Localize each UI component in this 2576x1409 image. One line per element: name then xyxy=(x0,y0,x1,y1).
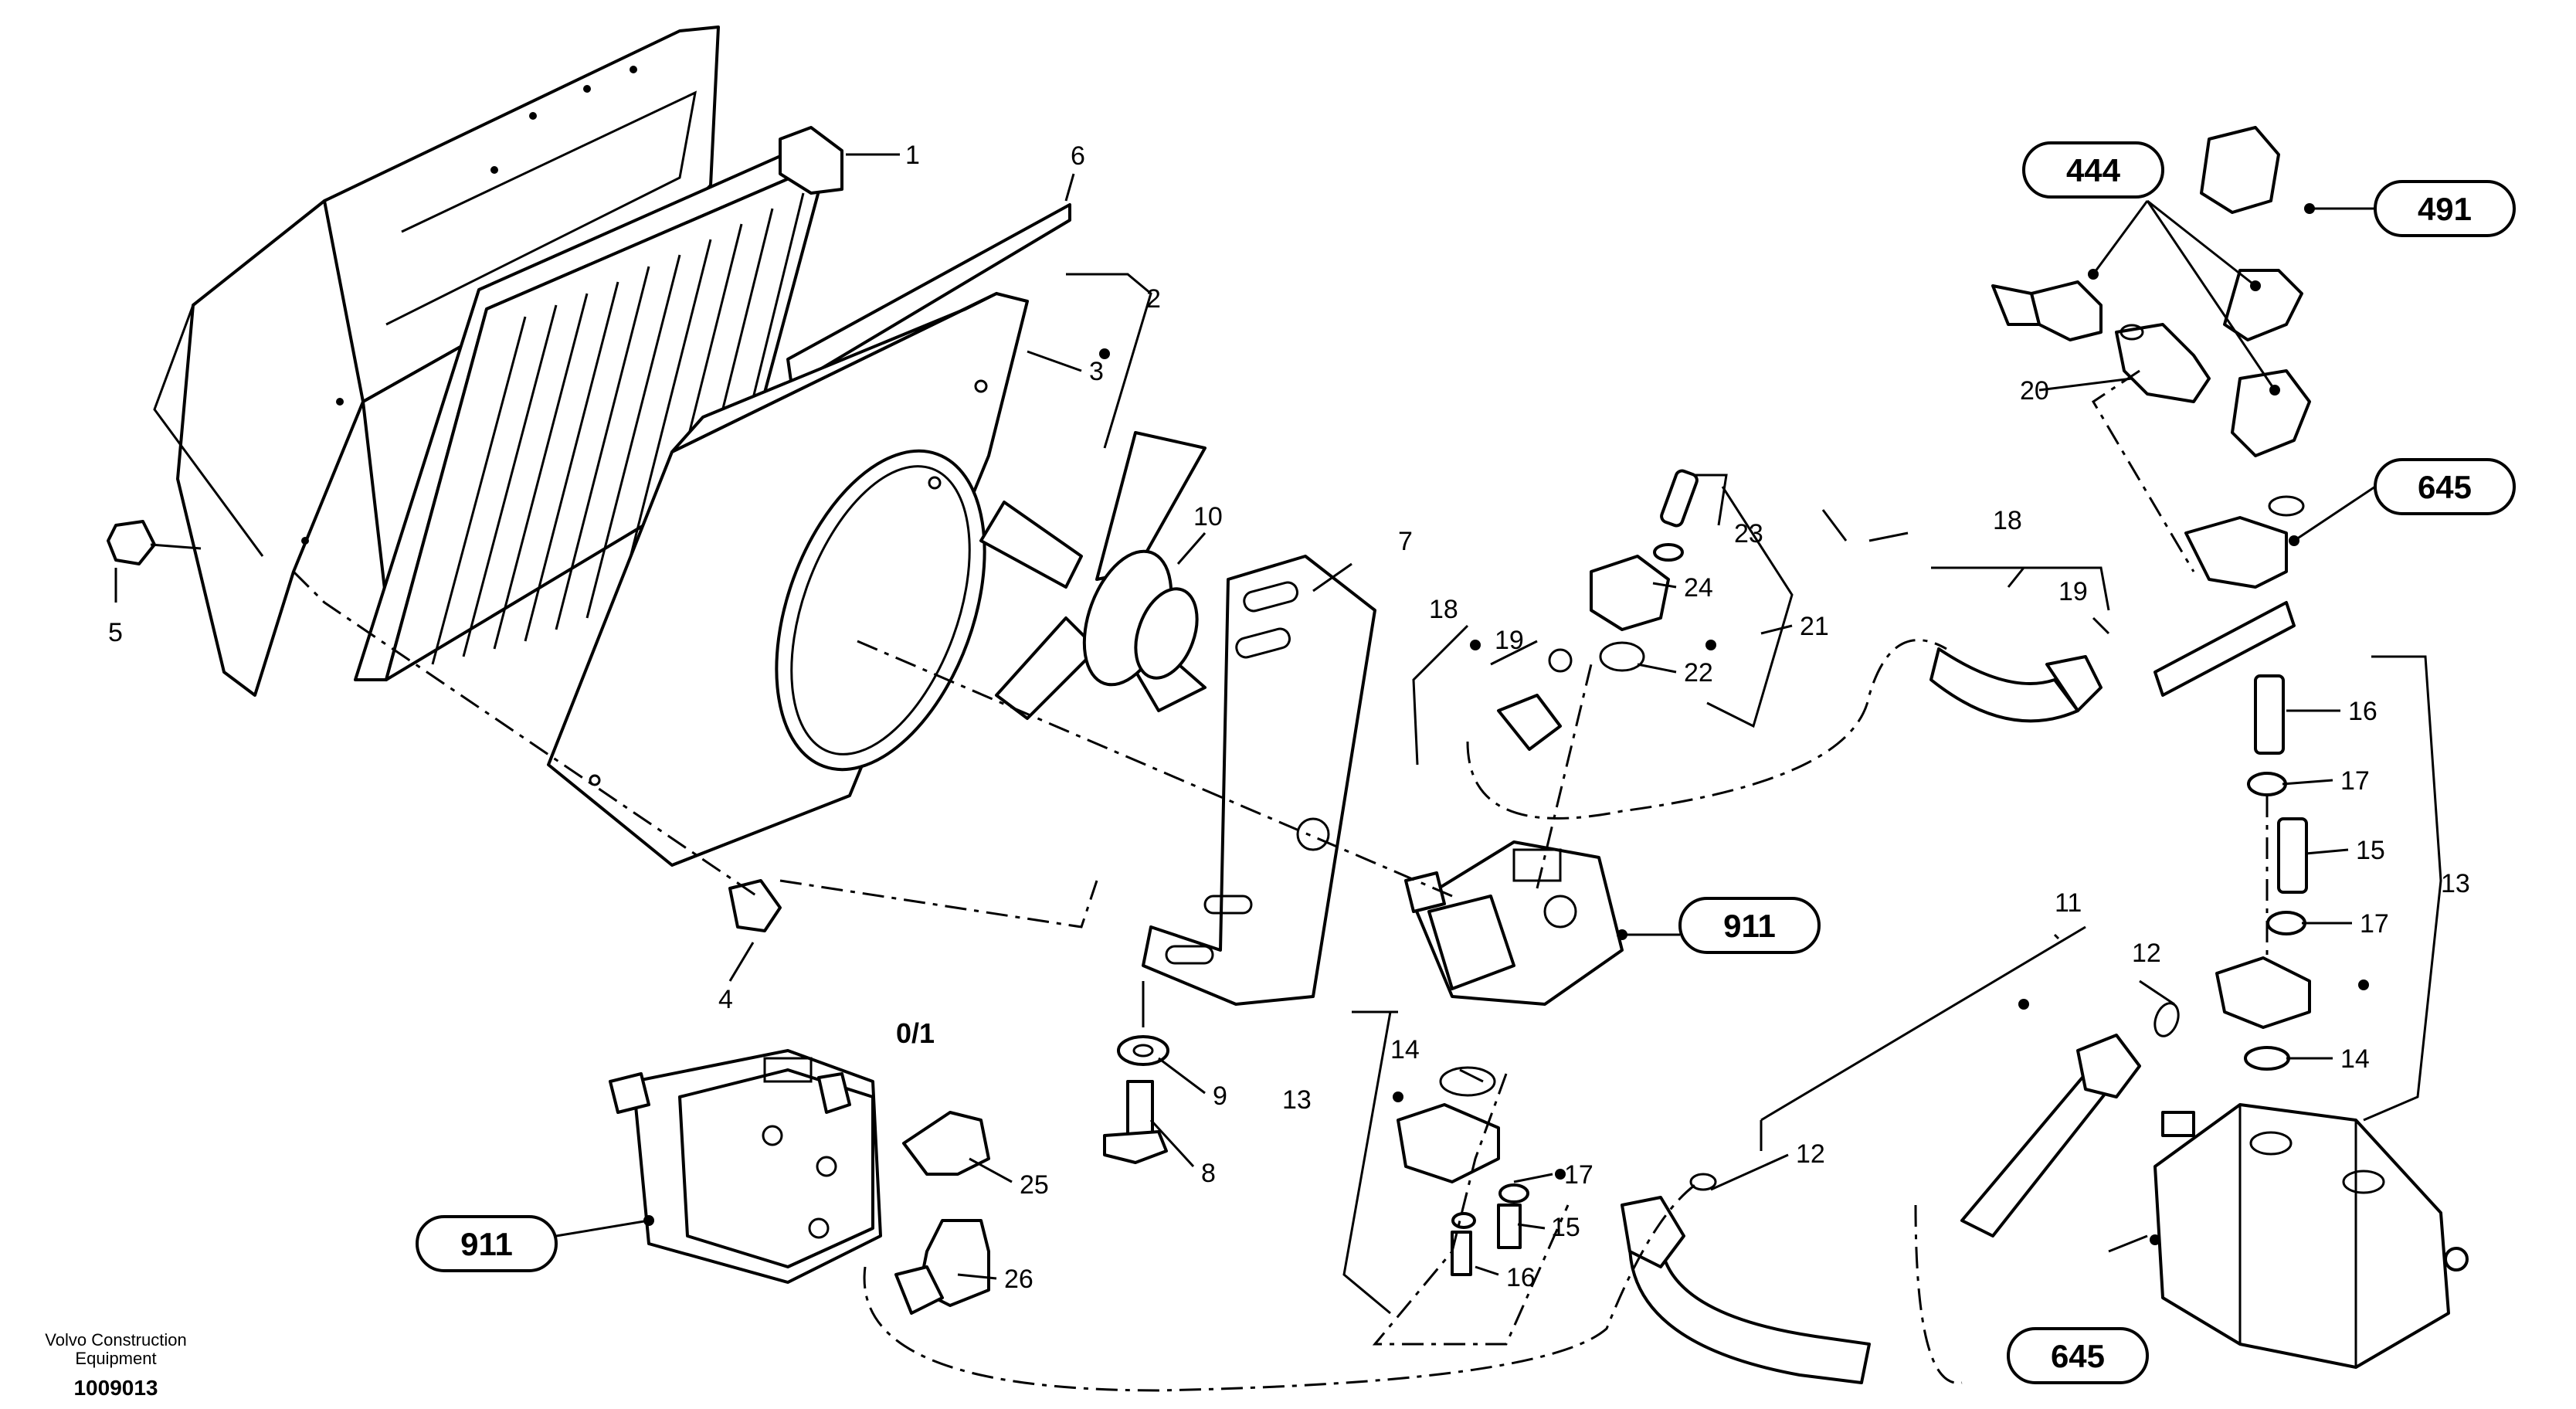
callout-16a: 16 xyxy=(1506,1263,1536,1292)
flange-fitting-13-left xyxy=(1397,1066,1529,1276)
flange-fitting-21 xyxy=(1497,469,1699,751)
callout-16b: 16 xyxy=(2348,697,2377,726)
callout-8: 8 xyxy=(1201,1159,1216,1188)
callout-5: 5 xyxy=(108,618,123,647)
gear-pump-right xyxy=(2153,1103,2469,1369)
mounting-bracket xyxy=(1142,555,1376,1006)
callout-labels: 1 2 3 4 5 6 7 8 9 10 11 12 12 13 13 14 1… xyxy=(108,141,2470,1294)
cooling-fan xyxy=(979,431,1207,720)
badge-645-top-text: 645 xyxy=(2418,469,2472,505)
nut-5 xyxy=(107,520,156,565)
footer: Volvo Construction Equipment 1009013 xyxy=(45,1330,186,1400)
callout-20: 20 xyxy=(2020,376,2049,406)
callout-18a: 18 xyxy=(1429,595,1458,624)
bolt-8 xyxy=(1103,1080,1168,1164)
callout-19b: 19 xyxy=(2058,577,2088,606)
badge-491-text: 491 xyxy=(2418,191,2472,227)
callout-3: 3 xyxy=(1089,357,1104,386)
badge-911-mid: 911 xyxy=(1678,897,1821,954)
callout-12a: 12 xyxy=(2132,939,2161,968)
variant-label: 0/1 xyxy=(896,1017,935,1049)
badge-444-text: 444 xyxy=(2066,152,2121,188)
badge-491: 491 xyxy=(2374,180,2516,237)
hose-bottom xyxy=(1621,1173,1871,1384)
callout-15b: 15 xyxy=(2356,836,2385,865)
callout-25: 25 xyxy=(1020,1170,1049,1200)
fittings-top-right xyxy=(1991,126,2311,589)
badge-911-left: 911 xyxy=(416,1215,558,1272)
callout-23: 23 xyxy=(1734,519,1763,548)
callout-13a: 13 xyxy=(2441,869,2470,898)
callout-1: 1 xyxy=(905,141,920,170)
callout-26: 26 xyxy=(1004,1265,1033,1294)
badge-645-top: 645 xyxy=(2374,458,2516,515)
callout-2: 2 xyxy=(1146,284,1161,314)
assembly-centerlines xyxy=(292,369,2269,1392)
callout-10: 10 xyxy=(1193,502,1223,531)
callout-17b: 17 xyxy=(2340,766,2370,796)
badge-645-bottom-text: 645 xyxy=(2051,1338,2105,1374)
callout-14b: 14 xyxy=(2340,1044,2370,1074)
leader-lines xyxy=(114,153,2442,1315)
badge-911-mid-text: 911 xyxy=(1723,908,1776,944)
callout-13b: 13 xyxy=(1282,1085,1312,1115)
hose-11 xyxy=(1960,1034,2141,1238)
hydraulic-motor xyxy=(1404,840,1624,1006)
badge-444: 444 xyxy=(2022,141,2164,199)
callout-11: 11 xyxy=(2055,888,2082,918)
callout-17a: 17 xyxy=(1564,1160,1593,1190)
footer-company-line1: Volvo Construction xyxy=(45,1330,186,1350)
drawing-id: 1009013 xyxy=(73,1376,158,1400)
callout-18b: 18 xyxy=(1993,506,2022,535)
callout-17c: 17 xyxy=(2360,909,2389,939)
bolt-4 xyxy=(728,879,782,932)
fan-shroud xyxy=(547,292,1029,867)
callout-24: 24 xyxy=(1684,573,1713,603)
callout-4: 4 xyxy=(718,985,733,1014)
badge-911-left-text: 911 xyxy=(460,1226,513,1262)
gear-pump-left xyxy=(609,1049,882,1284)
washer-9 xyxy=(1117,1035,1169,1066)
callout-19a: 19 xyxy=(1495,626,1524,655)
callout-9: 9 xyxy=(1213,1081,1227,1111)
badge-645-bottom: 645 xyxy=(2007,1327,2149,1384)
footer-company-line2: Equipment xyxy=(75,1349,156,1368)
callout-15a: 15 xyxy=(1551,1213,1580,1242)
callout-6: 6 xyxy=(1071,141,1085,171)
seal-strip xyxy=(786,203,1071,388)
hose-upper-right xyxy=(1929,601,2296,723)
callout-14a: 14 xyxy=(1390,1035,1420,1064)
bolt-stack-right xyxy=(2153,674,2311,1071)
callout-12b: 12 xyxy=(1796,1139,1825,1169)
callout-21: 21 xyxy=(1800,612,1829,641)
leader-dots xyxy=(643,203,2369,1245)
callout-22: 22 xyxy=(1684,658,1713,688)
elbow-fittings xyxy=(894,1111,990,1315)
callout-7: 7 xyxy=(1398,527,1413,556)
